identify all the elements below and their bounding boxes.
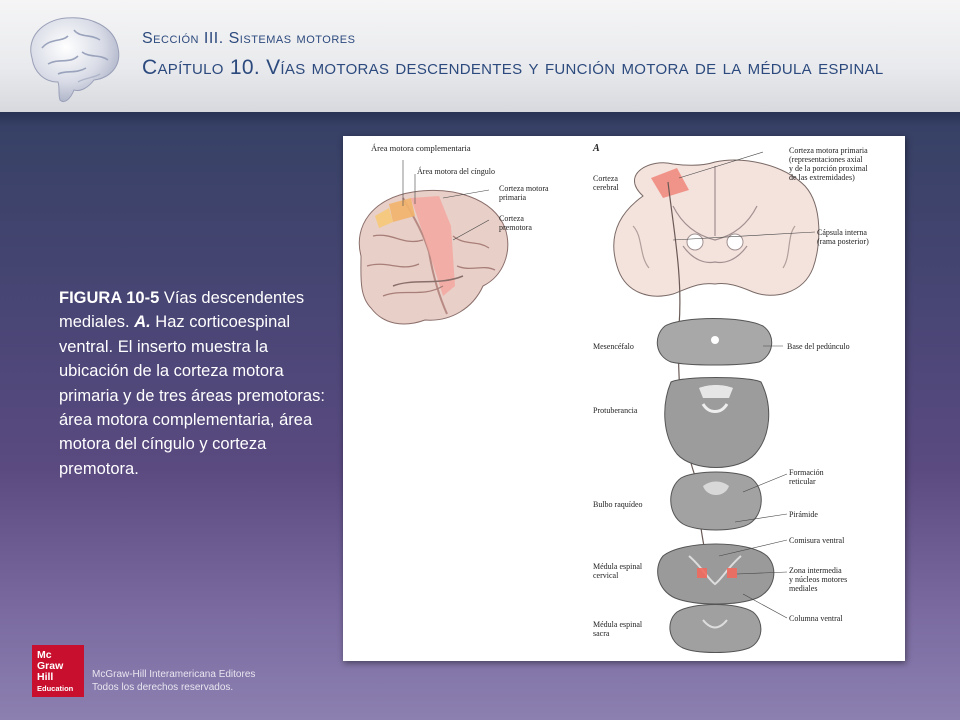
header-shadow — [0, 112, 960, 126]
label-area-complementaria: Área motora complementaria — [371, 143, 471, 153]
logo-line-3: Hill — [37, 671, 54, 683]
label-corteza-motora-primaria-inset: Corteza motora primaria — [499, 184, 549, 202]
label-mesencefalo: Mesencéfalo — [593, 342, 634, 351]
mcgraw-hill-logo: Mc Graw Hill Education — [32, 645, 84, 697]
brain-logo-icon — [30, 17, 120, 103]
figure-panel: Área motora complementaria Área motora d… — [343, 136, 905, 661]
chapter-title: Capítulo 10. Vías motoras descendentes y… — [142, 56, 884, 79]
cervical-cord-section — [657, 543, 775, 605]
sacral-cord-section — [669, 604, 762, 653]
label-bulbo-raquideo: Bulbo raquídeo — [593, 500, 643, 509]
label-medula-cervical: Médula espinal cervical — [593, 562, 643, 580]
inset-leaders — [402, 160, 490, 241]
publisher-name: McGraw-Hill Interamericana Editores — [92, 669, 256, 680]
label-zona-intermedia: Zona intermedia y núcleos motores medial… — [789, 566, 848, 593]
figure-illustration — [358, 151, 820, 653]
label-capsula-interna: Cápsula interna (rama posterior) — [817, 228, 869, 246]
label-corteza-motora-primaria: Corteza motora primaria (representacione… — [789, 146, 868, 182]
label-formacion-reticular: Formación reticular — [789, 468, 824, 486]
pons-section — [664, 377, 770, 468]
caption-letter: A. — [134, 313, 151, 332]
label-base-pedunculo: Base del pedúnculo — [787, 342, 850, 351]
logo-line-4: Education — [37, 684, 74, 693]
panel-letter: A — [593, 143, 600, 154]
figure-caption: FIGURA 10-5 Vías descendentes mediales. … — [59, 286, 329, 481]
label-protuberancia: Protuberancia — [593, 406, 638, 415]
label-comisura-ventral: Comisura ventral — [789, 536, 845, 545]
label-columna-ventral: Columna ventral — [789, 614, 843, 623]
figure-label: FIGURA 10-5 — [59, 289, 160, 307]
coronal-section — [613, 159, 820, 297]
label-piramide: Pirámide — [789, 510, 818, 519]
caption-text-2: Haz corticoespinal ventral. El inserto m… — [59, 313, 325, 478]
rights-notice: Todos los derechos reservados. — [92, 682, 234, 693]
midbrain-section — [656, 318, 773, 366]
inset-brain — [358, 190, 509, 325]
label-corteza-premotora: Corteza premotora — [499, 214, 532, 232]
caption-text-1: Vías descendentes mediales. — [59, 289, 305, 332]
publisher-credit: McGraw-Hill Interamericana Editores Todo… — [92, 668, 255, 694]
medulla-section — [670, 471, 762, 531]
logo-line-2: Graw — [37, 660, 64, 672]
logo-line-1: Mc — [37, 649, 52, 661]
label-medula-sacra: Médula espinal sacra — [593, 620, 643, 638]
header-band — [0, 0, 960, 112]
label-area-cingulo: Área motora del cíngulo — [417, 167, 495, 176]
label-corteza-cerebral: Corteza cerebral — [593, 174, 619, 192]
right-leaders — [672, 151, 816, 619]
section-title: Sección III. Sistemas motores — [142, 30, 356, 47]
